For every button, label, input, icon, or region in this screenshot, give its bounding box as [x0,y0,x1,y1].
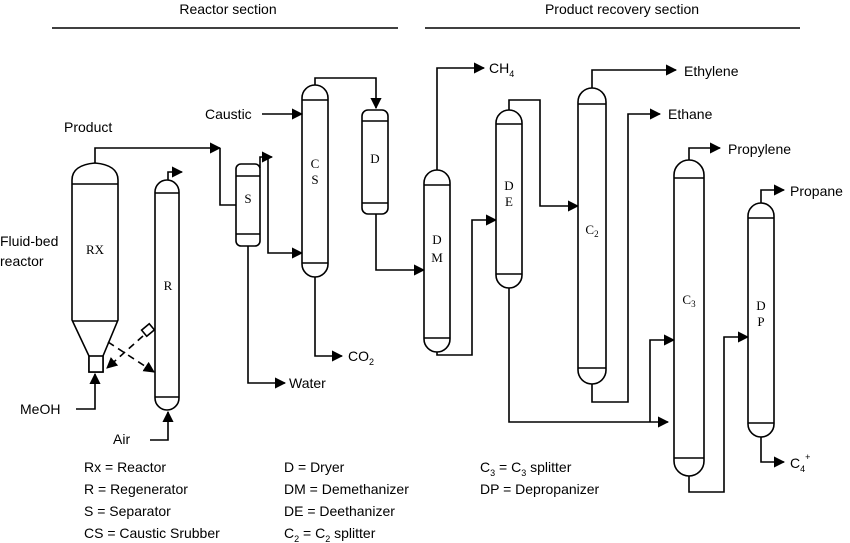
air-label: Air [113,431,130,447]
legend-dm: DM = Demethanizer [284,481,409,497]
r-label: R [164,278,173,293]
regenerator-vent [167,166,184,180]
reactor-section-title: Reactor section [179,1,276,17]
regenerator-r [154,179,180,411]
d-label: D [370,151,379,166]
c3plus-to-c3-splitter [508,288,670,428]
caustic-label: Caustic [205,106,252,122]
meoh-feed [76,372,101,410]
fluid-bed-label-2: reactor [0,253,44,269]
air-feed [150,410,174,441]
dm-label-m: M [431,250,443,265]
c4plus-label: C4+ [790,452,810,474]
bottoms-to-deethanizer [436,214,498,356]
s-label: S [244,191,251,206]
meoh-label: MeOH [20,401,60,417]
dried-gas-to-demethanizer [375,214,426,276]
de-label-e: E [505,194,513,209]
fluid-bed-label-1: Fluid-bed [0,233,58,249]
legend-dp: DP = Depropanizer [480,481,600,497]
rx-label: RX [86,242,105,257]
legend-s: S = Separator [84,503,171,519]
propylene-label: Propylene [728,141,791,157]
product-stream [94,142,222,163]
cs-label-s: S [311,172,318,187]
ethane-label: Ethane [668,106,713,122]
gas-to-caustic-scrubber [267,158,304,259]
reactor-rx [71,162,119,373]
ethane-stream [591,108,662,403]
catalyst-return-nozzle [140,322,156,338]
dp-label-p: P [757,314,764,329]
c3-bottoms-to-depropanizer [688,331,750,493]
ethylene-label: Ethylene [684,63,739,79]
water-stream [247,246,287,389]
separator-overhead [259,151,274,168]
co2-stream [314,277,344,362]
scrubbed-gas-to-dryer [314,77,382,110]
feed-to-separator [219,148,236,206]
propane-stream [760,184,786,203]
legend-c3: C3 = C3 splitter [480,459,572,478]
catalyst-to-reactor [106,335,144,369]
ch4-stream [436,62,486,170]
product-label: Product [64,119,112,135]
c2-cut-to-splitter [508,99,580,212]
legend-r: R = Regenerator [84,481,188,497]
legend-cs: CS = Caustic Srubber [84,525,220,541]
catalyst-to-regenerator [107,341,155,373]
legend-c2: C2 = C2 splitter [284,525,376,543]
co2-label: CO2 [348,348,374,367]
c2-label: C2 [585,222,598,239]
legend-d: D = Dryer [284,459,345,475]
legend-rx: Rx = Reactor [84,459,166,475]
dryer-d [361,109,389,215]
dp-label-d: D [756,298,765,313]
propylene-stream [688,142,722,160]
ch4-label: CH4 [489,60,514,79]
c3-splitter [673,159,705,477]
c4plus-stream [760,437,786,468]
legend-de: DE = Deethanizer [284,503,395,519]
cs-label-c: C [311,156,320,171]
dm-label-d: D [432,232,441,247]
water-label: Water [289,375,326,391]
de-label-d: D [504,178,513,193]
c3-label: C3 [682,292,696,309]
feed-to-c3-splitter [649,334,676,422]
ethylene-stream [591,64,678,88]
legend: Rx = Reactor R = Regenerator S = Separat… [84,459,600,543]
separator-s [235,163,261,247]
propane-label: Propane [790,183,843,199]
recovery-section-title: Product recovery section [545,1,699,17]
